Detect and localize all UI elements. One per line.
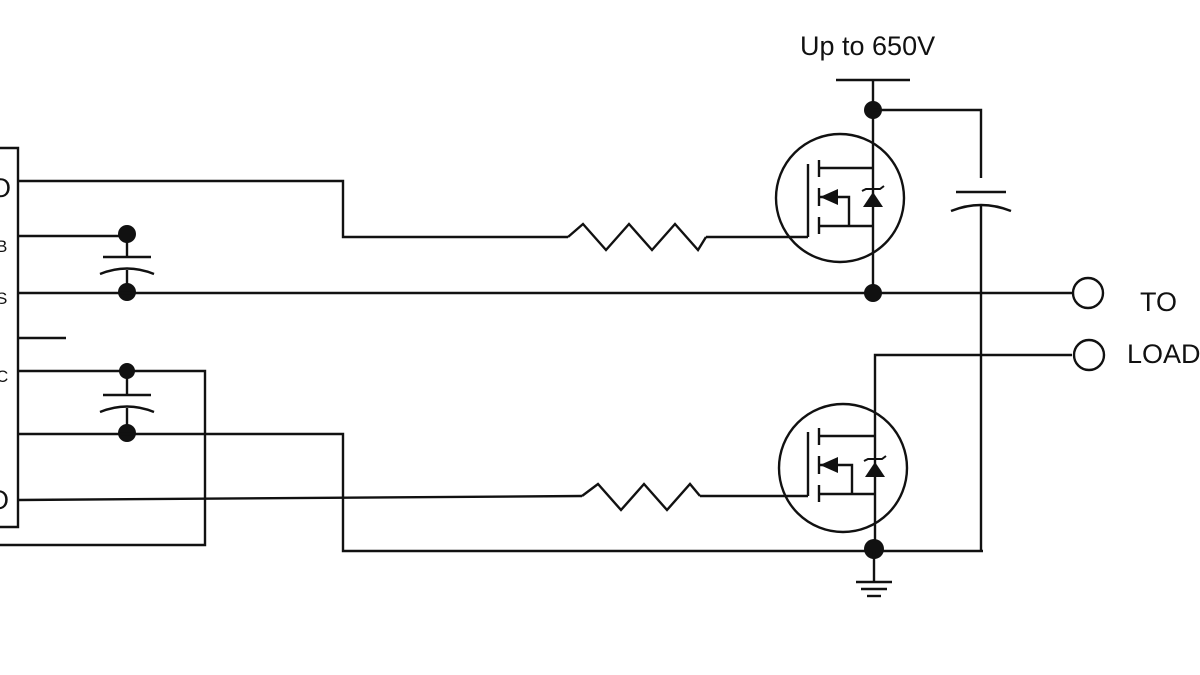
pin-label-lo: O bbox=[0, 485, 9, 515]
pin-label-ho: O bbox=[0, 173, 11, 203]
low-side-gate-trace bbox=[17, 482, 808, 512]
ground-symbol bbox=[856, 551, 892, 598]
supply-voltage-label: Up to 650V bbox=[800, 31, 935, 61]
high-side-gate-resistor bbox=[567, 222, 708, 253]
low-side-gate-resistor bbox=[581, 482, 701, 512]
output-terminal-top bbox=[1071, 276, 1105, 310]
ground-return-trace bbox=[18, 432, 983, 553]
output-label-to: TO bbox=[1140, 287, 1177, 317]
output-node-trace bbox=[873, 353, 1072, 430]
pin-label-vs: S bbox=[0, 289, 7, 308]
driver-ic bbox=[0, 146, 20, 529]
vcc-decoupling-capacitor bbox=[0, 363, 207, 547]
bootstrap-capacitor bbox=[18, 225, 155, 301]
pin-label-vb: B bbox=[0, 237, 7, 256]
output-label-load: LOAD bbox=[1127, 339, 1200, 369]
high-side-mosfet bbox=[774, 132, 906, 302]
driver-pin-labels: O B S C I O bbox=[0, 173, 11, 515]
low-side-mosfet bbox=[777, 402, 909, 559]
supply-rail bbox=[836, 78, 983, 178]
pin-label-li: I bbox=[0, 420, 2, 450]
bus-capacitor bbox=[950, 190, 1012, 551]
pin-label-vcc: C bbox=[0, 367, 8, 386]
high-side-gate-trace bbox=[18, 179, 808, 253]
output-terminal-bottom bbox=[1072, 338, 1106, 372]
